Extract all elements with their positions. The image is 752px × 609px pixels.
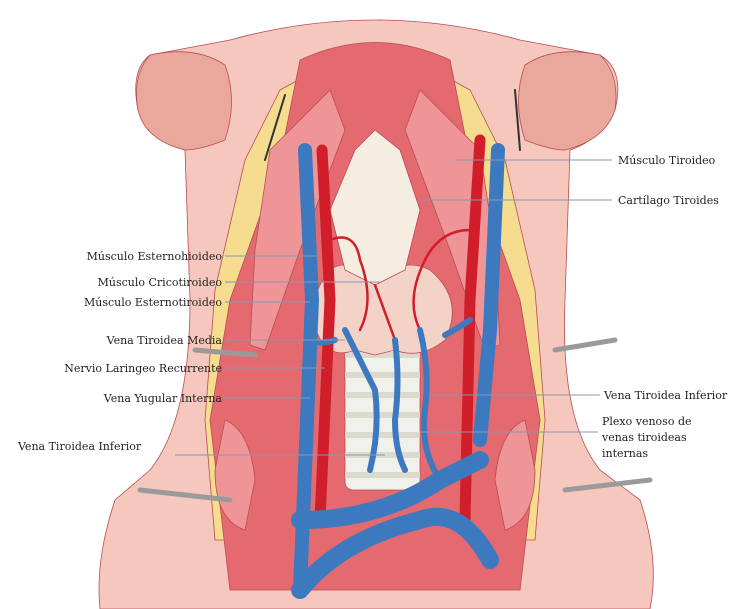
label-vena-yugular-interna: Vena Yugular Interna: [103, 392, 223, 405]
right-internal-jugular-vein: [473, 143, 505, 447]
thyroid-arteries: [328, 228, 472, 342]
label-musculo-tiroideo: Músculo Tiroideo: [618, 154, 716, 167]
label-musculo-esternohioideo: Músculo Esternohioideo: [87, 250, 223, 263]
thyroid-cartilage: [329, 129, 421, 286]
label-plexo-venoso-line2: venas tiroideas: [601, 431, 687, 444]
label-musculo-esternotiroideo: Músculo Esternotiroideo: [84, 296, 222, 309]
left-carotid-artery: [314, 144, 336, 526]
label-vena-tiroidea-inferior-left: Vena Tiroidea Inferior: [17, 440, 142, 453]
right-upper-hook: [514, 89, 521, 151]
right-lower-retractor: [562, 477, 653, 493]
label-vena-tiroidea-media: Vena Tiroidea Media: [106, 334, 223, 347]
right-middle-retractor: [552, 337, 618, 353]
label-plexo-venoso-line1: Plexo venoso de: [602, 415, 692, 428]
venous-plexus: [307, 317, 473, 483]
label-cartilago-tiroides: Cartílago Tiroides: [618, 194, 719, 207]
left-upper-hook: [264, 94, 286, 161]
left-sternocleido-flap: [214, 419, 256, 531]
brachiocephalic-veins: [291, 451, 499, 599]
left-internal-jugular-vein: [293, 143, 319, 597]
label-vena-tiroidea-inferior-right: Vena Tiroidea Inferior: [603, 389, 728, 402]
left-middle-retractor: [192, 347, 258, 358]
label-plexo-venoso-line3: internas: [602, 447, 648, 460]
right-sternocleido-flap: [494, 419, 536, 531]
right-ear-skin: [518, 51, 617, 151]
right-carotid-artery: [459, 134, 486, 526]
left-lower-retractor: [137, 487, 233, 503]
label-musculo-cricotiroideo: Músculo Cricotiroideo: [98, 276, 223, 289]
left-ear-skin: [136, 51, 232, 151]
label-nervio-laringeo-recurrente: Nervio Laringeo Recurrente: [64, 362, 222, 375]
